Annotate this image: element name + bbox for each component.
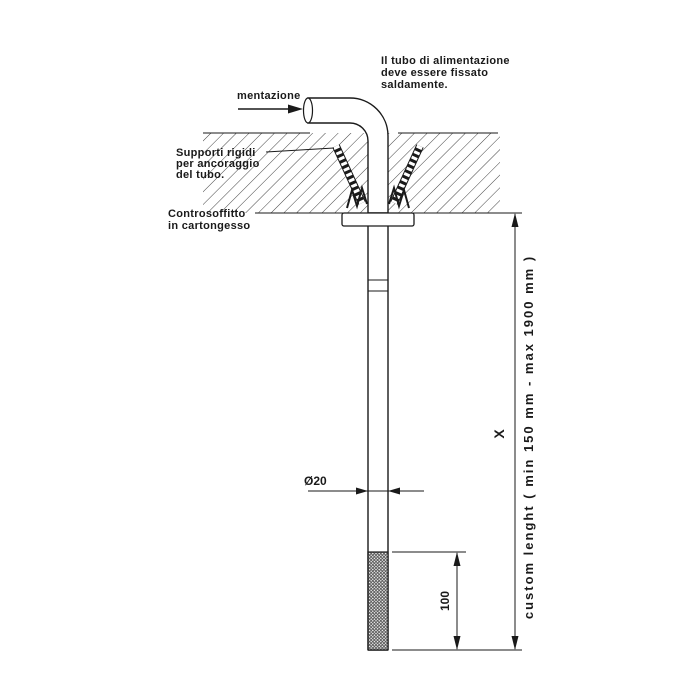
inlet-annotation: mentazione [237,90,303,114]
pipe-open-end [302,97,314,124]
dimension-bottom-section: 100 [392,551,466,650]
arrowhead [453,636,461,650]
arrowhead [356,487,368,495]
arrowhead [453,552,461,566]
custom-length-label: custom lenght ( min 150 mm - max 1900 mm… [521,255,536,619]
supports-annotation: Supporti rigidi per ancoraggio del tubo. [176,147,335,181]
inlet-label: mentazione [237,90,301,102]
length-symbol-label: X [491,429,507,439]
dimension-custom-length: X custom lenght ( min 150 mm - max 1900 … [392,213,536,651]
ceiling-label-line2: in cartongesso [168,220,250,232]
fixing-note-line1: Il tubo di alimentazione [381,55,510,67]
fixing-note-line3: saldamente. [381,79,448,91]
anchor-strut-right [390,144,424,205]
supports-label-line2: per ancoraggio [176,158,260,170]
ceiling-flange [341,212,415,227]
arrowhead [511,213,519,227]
dimension-diameter: Ø20 [304,474,424,495]
leader-line [265,147,335,153]
diameter-label: Ø20 [304,474,327,488]
supports-label-line3: del tubo. [176,169,225,181]
fixing-note: Il tubo di alimentazione deve essere fis… [381,55,510,91]
anchor-expansion-wings [346,184,410,210]
ceiling-label-line1: Controsoffitto [168,208,246,220]
arrowhead [511,636,519,650]
supports-label-line1: Supporti rigidi [176,147,256,159]
bottom-section-label: 100 [438,591,452,611]
flow-arrow-icon [288,104,303,114]
anchor-strut-left [332,144,366,205]
ceiling-annotation: Controsoffitto in cartongesso [168,208,250,232]
supply-pipe-elbow [302,97,389,214]
fixing-note-line2: deve essere fissato [381,67,488,79]
pipe-knurled-section [367,551,389,651]
arrowhead [388,487,400,495]
